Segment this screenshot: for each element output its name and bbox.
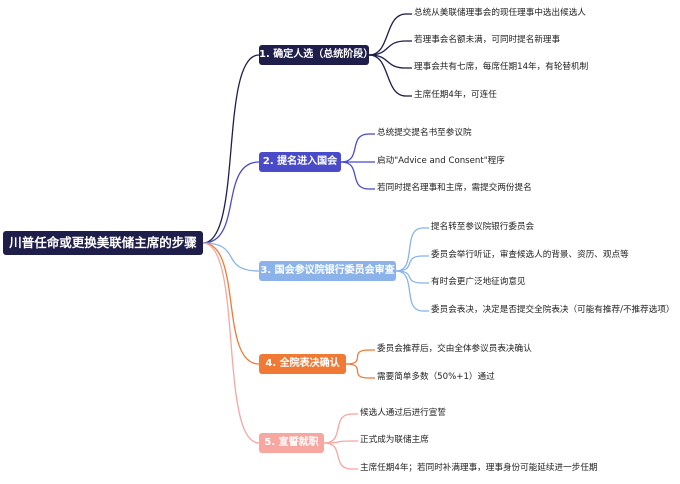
branch-topic-4[interactable]: 4. 全院表决确认: [259, 354, 346, 374]
root-to-branch-connector: [202, 161, 260, 244]
leaf-topic[interactable]: 理事会共有七席，每席任期14年，有轮替机制: [414, 62, 589, 72]
leaf-topic[interactable]: 提名转至参议院银行委员会: [431, 222, 535, 232]
root-to-branch-connector: [202, 242, 260, 444]
branch-to-leaf-connector: [368, 13, 407, 56]
branch-to-leaf-connector: [323, 442, 353, 470]
root-to-branch-connector: [202, 242, 260, 272]
leaf-topic[interactable]: 有时会更广泛地征询意见: [431, 277, 526, 287]
branch-to-leaf-connector: [395, 270, 424, 312]
branch-to-leaf-connector: [368, 54, 407, 97]
branch-to-leaf-connector: [340, 161, 370, 190]
leaf-topic[interactable]: 启动"Advice and Consent"程序: [377, 156, 505, 166]
branch-to-leaf-connector: [368, 54, 407, 69]
leaf-topic[interactable]: 委员会表决，决定是否提交全院表决（可能有推荐/不推荐选项）: [431, 305, 675, 315]
branch-to-leaf-connector: [345, 349, 370, 365]
leaf-topic[interactable]: 需要简单多数（50%+1）通过: [377, 372, 495, 382]
branch-to-leaf-connector: [340, 133, 370, 163]
leaf-topic[interactable]: 委员会举行听证，审查候选人的背景、资历、观点等: [431, 250, 629, 260]
branch-topic-1[interactable]: 1. 确定人选（总统阶段）: [259, 45, 373, 65]
leaf-topic[interactable]: 正式成为联储主席: [360, 435, 429, 445]
leaf-topic[interactable]: 若理事会名额未满，可同时提名新理事: [414, 35, 561, 45]
leaf-topic[interactable]: 候选人通过后进行宣誓: [360, 408, 446, 418]
leaf-topic[interactable]: 主席任期4年；若同时补满理事，理事身份可能延续进一步任期: [360, 463, 598, 473]
root-to-branch-connector: [202, 242, 260, 365]
root-to-branch-connector: [202, 54, 260, 244]
leaf-topic[interactable]: 总统从美联储理事会的现任理事中选出候选人: [414, 8, 586, 18]
branch-topic-2[interactable]: 2. 提名进入国会: [259, 152, 341, 172]
leaf-topic[interactable]: 委员会推荐后，交由全体参议员表决确认: [377, 344, 532, 354]
branch-to-leaf-connector: [345, 363, 370, 379]
branch-to-leaf-connector: [395, 255, 424, 272]
root-topic[interactable]: 川普任命或更换美联储主席的步骤: [3, 231, 203, 255]
leaf-topic[interactable]: 若同时提名理事和主席，需提交两份提名: [377, 183, 532, 193]
branch-to-leaf-connector: [395, 270, 424, 284]
branch-topic-3[interactable]: 3. 国会参议院银行委员会审查: [259, 261, 396, 281]
leaf-topic[interactable]: 主席任期4年，可连任: [414, 90, 497, 100]
branch-to-leaf-connector: [323, 413, 353, 444]
leaf-topic[interactable]: 总统提交提名书至参议院: [377, 128, 472, 138]
branch-topic-5[interactable]: 5. 宣誓就职: [259, 433, 324, 453]
branch-to-leaf-connector: [395, 227, 424, 272]
branch-to-leaf-connector: [368, 40, 407, 56]
